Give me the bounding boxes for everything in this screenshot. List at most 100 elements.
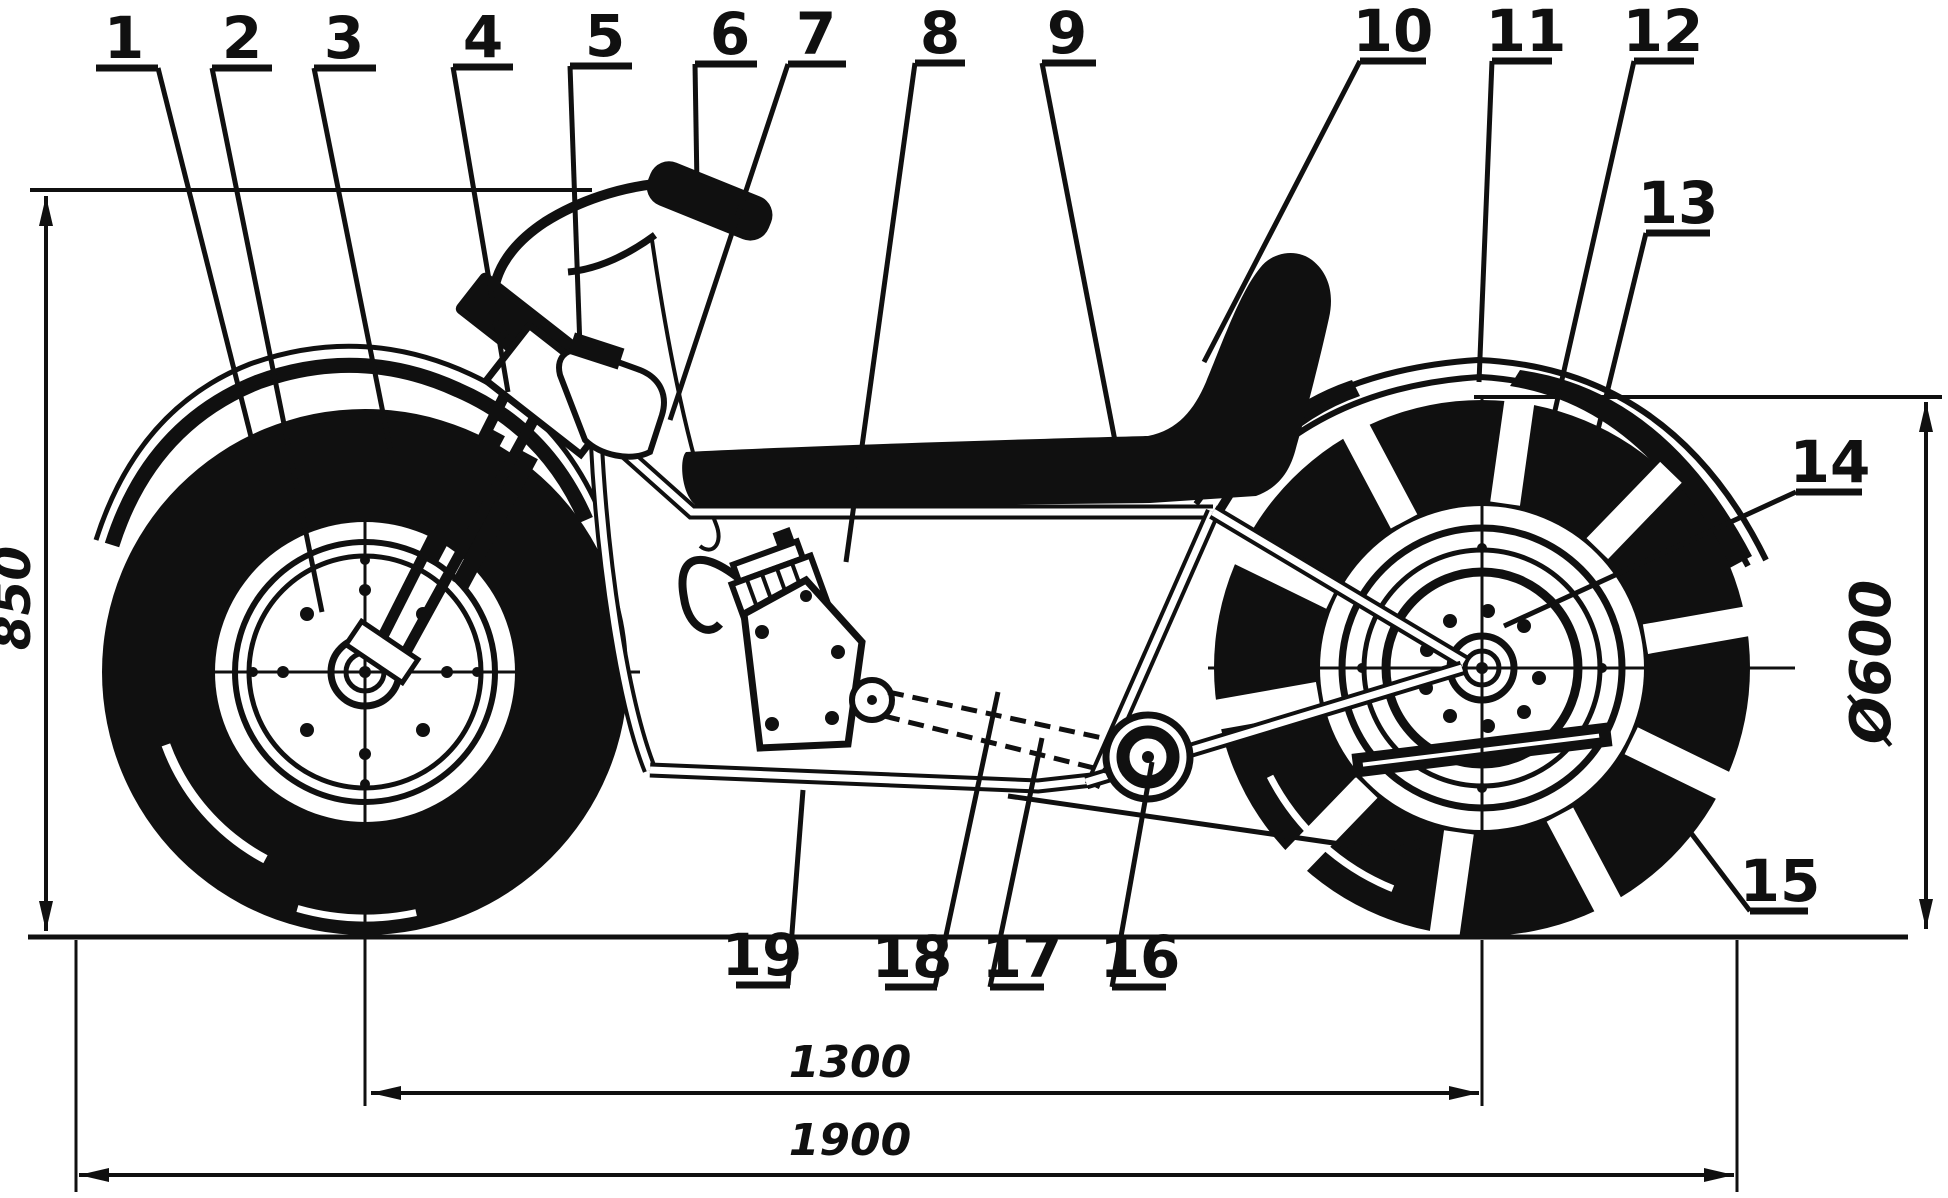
dimension-arrow-start bbox=[79, 1168, 109, 1182]
callout-12-number: 12 bbox=[1623, 0, 1704, 65]
callout-10-leader bbox=[1201, 59, 1363, 364]
engine-plate-bolts bbox=[755, 590, 845, 731]
callout-19-number: 19 bbox=[722, 921, 803, 989]
front-wheel bbox=[102, 409, 640, 935]
callout-4-number: 4 bbox=[463, 3, 503, 71]
callout-19: 19 bbox=[722, 789, 806, 989]
callout-16: 16 bbox=[1100, 761, 1181, 991]
seat bbox=[682, 253, 1331, 508]
callout-7-number: 7 bbox=[796, 0, 836, 68]
callout-15: 15 bbox=[1658, 790, 1821, 915]
callout-1-number: 1 bbox=[104, 4, 144, 72]
rear-wheel bbox=[1208, 396, 1795, 940]
engine bbox=[678, 527, 1194, 803]
rear-wheel-paddle-lugs bbox=[1211, 396, 1753, 940]
callout-6-number: 6 bbox=[710, 0, 750, 68]
brake-rod bbox=[1007, 793, 1397, 855]
callout-6-leader bbox=[692, 63, 700, 187]
callout-7: 7 bbox=[667, 0, 846, 421]
dimension-arrow-end bbox=[1704, 1168, 1734, 1182]
dimension-overall-height: 850 bbox=[0, 196, 53, 931]
dimension-wheelbase: 1300 bbox=[371, 1037, 1479, 1100]
intake-pipe bbox=[678, 555, 751, 634]
jackshaft-center bbox=[1142, 751, 1154, 763]
dimension-arrow-end bbox=[1919, 899, 1933, 929]
callout-7-leader bbox=[667, 63, 791, 421]
callout-15-leader bbox=[1658, 790, 1752, 913]
down-tube bbox=[592, 435, 654, 772]
callout-8-number: 8 bbox=[920, 0, 960, 67]
dimension-rear-wheel-diameter-value: Ø600 bbox=[1839, 580, 1904, 748]
callout-4-leader bbox=[450, 66, 511, 393]
fork-slider-left bbox=[420, 427, 505, 567]
fork-slider-right bbox=[452, 450, 538, 590]
callout-17-number: 17 bbox=[982, 923, 1063, 991]
dimensions-layer: 850 Ø600 1300 1900 bbox=[0, 196, 1933, 1182]
callout-4: 4 bbox=[450, 3, 513, 393]
callout-2-number: 2 bbox=[222, 4, 262, 72]
callout-2: 2 bbox=[209, 4, 325, 613]
rear-centerline-ticks bbox=[1357, 543, 1607, 793]
callout-5-leader bbox=[567, 65, 583, 349]
callout-10: 10 bbox=[1201, 0, 1434, 364]
callout-1: 1 bbox=[96, 4, 275, 521]
callout-9-leader bbox=[1039, 62, 1119, 447]
callout-12-leader bbox=[1539, 60, 1637, 469]
dimension-arrow-end bbox=[1449, 1086, 1479, 1100]
callout-11-number: 11 bbox=[1486, 0, 1567, 65]
brake-rod-end bbox=[1394, 837, 1426, 857]
rear-hub-bolts bbox=[1419, 604, 1546, 733]
dimension-overall-length: 1900 bbox=[79, 1115, 1734, 1182]
callout-11-leader bbox=[1476, 60, 1495, 383]
dimension-arrow-start bbox=[1919, 402, 1933, 432]
spark-plug bbox=[772, 527, 795, 547]
callout-13-number: 13 bbox=[1638, 169, 1719, 237]
dimension-arrow-start bbox=[39, 196, 53, 226]
centerline-ticks bbox=[248, 555, 482, 789]
front-tire-highlight-arc bbox=[148, 455, 582, 889]
callout-8-leader bbox=[843, 62, 918, 563]
dimension-overall-length-value: 1900 bbox=[789, 1115, 911, 1166]
callout-14-number: 14 bbox=[1790, 428, 1871, 496]
callout-18-number: 18 bbox=[872, 923, 953, 991]
dimension-arrow-end bbox=[39, 901, 53, 931]
callout-17: 17 bbox=[982, 737, 1063, 991]
dimension-overall-height-value: 850 bbox=[0, 546, 42, 650]
dimension-rear-wheel-diameter: Ø600 bbox=[1839, 402, 1933, 929]
callout-16-leader bbox=[1109, 761, 1155, 988]
guide-lines-layer bbox=[28, 188, 1942, 1192]
callout-10-number: 10 bbox=[1353, 0, 1434, 65]
callout-11: 11 bbox=[1476, 0, 1567, 383]
callout-2-leader bbox=[209, 67, 325, 613]
engine-sprocket-center bbox=[867, 695, 877, 705]
chain-upper bbox=[887, 689, 1113, 743]
callout-14: 14 bbox=[1502, 428, 1871, 629]
dimension-wheelbase-value: 1300 bbox=[789, 1037, 911, 1088]
callout-6: 6 bbox=[692, 0, 757, 187]
callout-9: 9 bbox=[1039, 0, 1119, 447]
callout-3-leader bbox=[311, 67, 395, 459]
brake-lever bbox=[567, 232, 658, 276]
dimension-arrow-start bbox=[371, 1086, 401, 1100]
handlebar-grip bbox=[646, 161, 773, 241]
callout-13-leader bbox=[1571, 232, 1649, 529]
engine-mount-plate bbox=[740, 575, 866, 752]
callout-5-number: 5 bbox=[585, 2, 625, 70]
callout-3-number: 3 bbox=[324, 4, 364, 72]
callout-1-leader bbox=[155, 67, 275, 521]
callout-15-number: 15 bbox=[1740, 847, 1821, 915]
bottom-rail bbox=[649, 766, 1093, 790]
rear-stay bbox=[1211, 508, 1466, 666]
front-tire-highlight-arc-2 bbox=[115, 422, 615, 922]
callout-3: 3 bbox=[311, 4, 395, 459]
callout-18-leader bbox=[932, 691, 1001, 988]
callout-9-number: 9 bbox=[1047, 0, 1087, 67]
callout-14-leader bbox=[1502, 489, 1798, 629]
callout-12: 12 bbox=[1539, 0, 1704, 469]
callout-8: 8 bbox=[843, 0, 965, 563]
callout-16-number: 16 bbox=[1100, 923, 1181, 991]
callout-13: 13 bbox=[1571, 169, 1719, 529]
